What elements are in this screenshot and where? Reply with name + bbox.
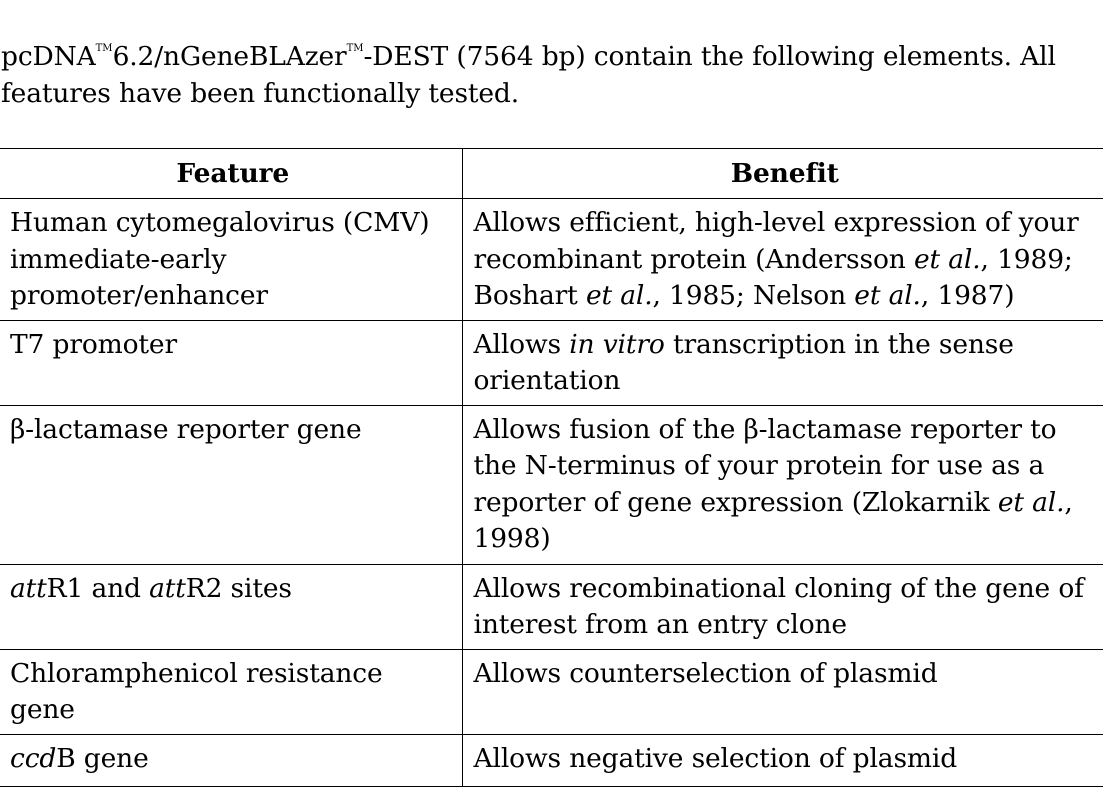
italic-term: in vitro	[569, 328, 665, 360]
citation-etal: et al.	[585, 280, 653, 311]
feature-text: B gene	[56, 742, 149, 774]
intro-paragraph: pcDNATM6.2/nGeneBLAzerTM-DEST (7564 bp) …	[1, 38, 1096, 112]
benefit-cell: Allows negative selection of plasmid	[461, 733, 1103, 787]
benefit-text: , 1985; Nelson	[652, 280, 855, 311]
italic-term: att	[149, 572, 186, 604]
feature-text: R2 sites	[185, 572, 292, 604]
benefit-text: Allows	[473, 328, 570, 360]
header-benefit: Benefit	[461, 148, 1103, 199]
table-row: T7 promoter Allows in vitro transcriptio…	[0, 319, 1103, 406]
italic-term: ccd	[10, 742, 57, 774]
feature-cell: ccdB gene	[0, 733, 463, 787]
citation-etal: et al.	[854, 280, 921, 311]
table-row: Human cytomegalovirus (CMV) immediate-ea…	[0, 198, 1103, 321]
benefit-text: , 1987)	[920, 280, 1015, 311]
table-row: β-lactamase reporter gene Allows fusion …	[0, 404, 1103, 565]
benefit-text: , 1998)	[473, 486, 1073, 555]
benefit-text: transcription in the sense orientation	[473, 328, 1014, 397]
benefit-cell: Allows fusion of the β-lactamase reporte…	[461, 404, 1103, 565]
feature-cell: Human cytomegalovirus (CMV) immediate-ea…	[0, 198, 463, 321]
feature-cell: β-lactamase reporter gene	[0, 404, 463, 565]
table-row: attR1 and attR2 sites Allows recombinati…	[0, 563, 1103, 650]
features-table: Feature Benefit Human cytomegalovirus (C…	[0, 148, 1103, 787]
table-row: ccdB gene Allows negative selection of p…	[0, 733, 1103, 787]
citation-etal: et al.	[913, 243, 981, 275]
benefit-cell: Allows efficient, high-level expression …	[461, 198, 1103, 321]
benefit-text: , 1989; Boshart	[473, 243, 1073, 312]
trademark-mark-2: TM	[346, 43, 364, 54]
citation-etal: et al.	[997, 486, 1065, 518]
feature-cell: Chloramphenicol resistance gene	[0, 648, 463, 735]
benefit-cell: Allows in vitro transcription in the sen…	[461, 319, 1103, 406]
benefit-text: Allows efficient, high-level expression …	[473, 207, 1079, 275]
feature-cell: T7 promoter	[0, 319, 463, 406]
feature-cell: attR1 and attR2 sites	[0, 563, 463, 650]
benefit-text: Allows fusion of the β-lactamase reporte…	[473, 413, 1057, 518]
table-row: Chloramphenicol resistance gene Allows c…	[0, 648, 1103, 735]
benefit-cell: Allows counterselection of plasmid	[461, 648, 1103, 735]
intro-text-3: -DEST (7564 bp) contain the following el…	[1, 41, 1056, 109]
trademark-mark-1: TM	[95, 43, 113, 54]
header-feature: Feature	[0, 148, 463, 199]
italic-term: att	[10, 572, 47, 604]
intro-text-2: 6.2/nGeneBLAzer	[112, 41, 347, 72]
table-header-row: Feature Benefit	[0, 148, 1103, 199]
intro-text-1: pcDNA	[1, 41, 96, 72]
feature-text: R1 and	[46, 572, 150, 604]
benefit-cell: Allows recombinational cloning of the ge…	[461, 563, 1103, 650]
